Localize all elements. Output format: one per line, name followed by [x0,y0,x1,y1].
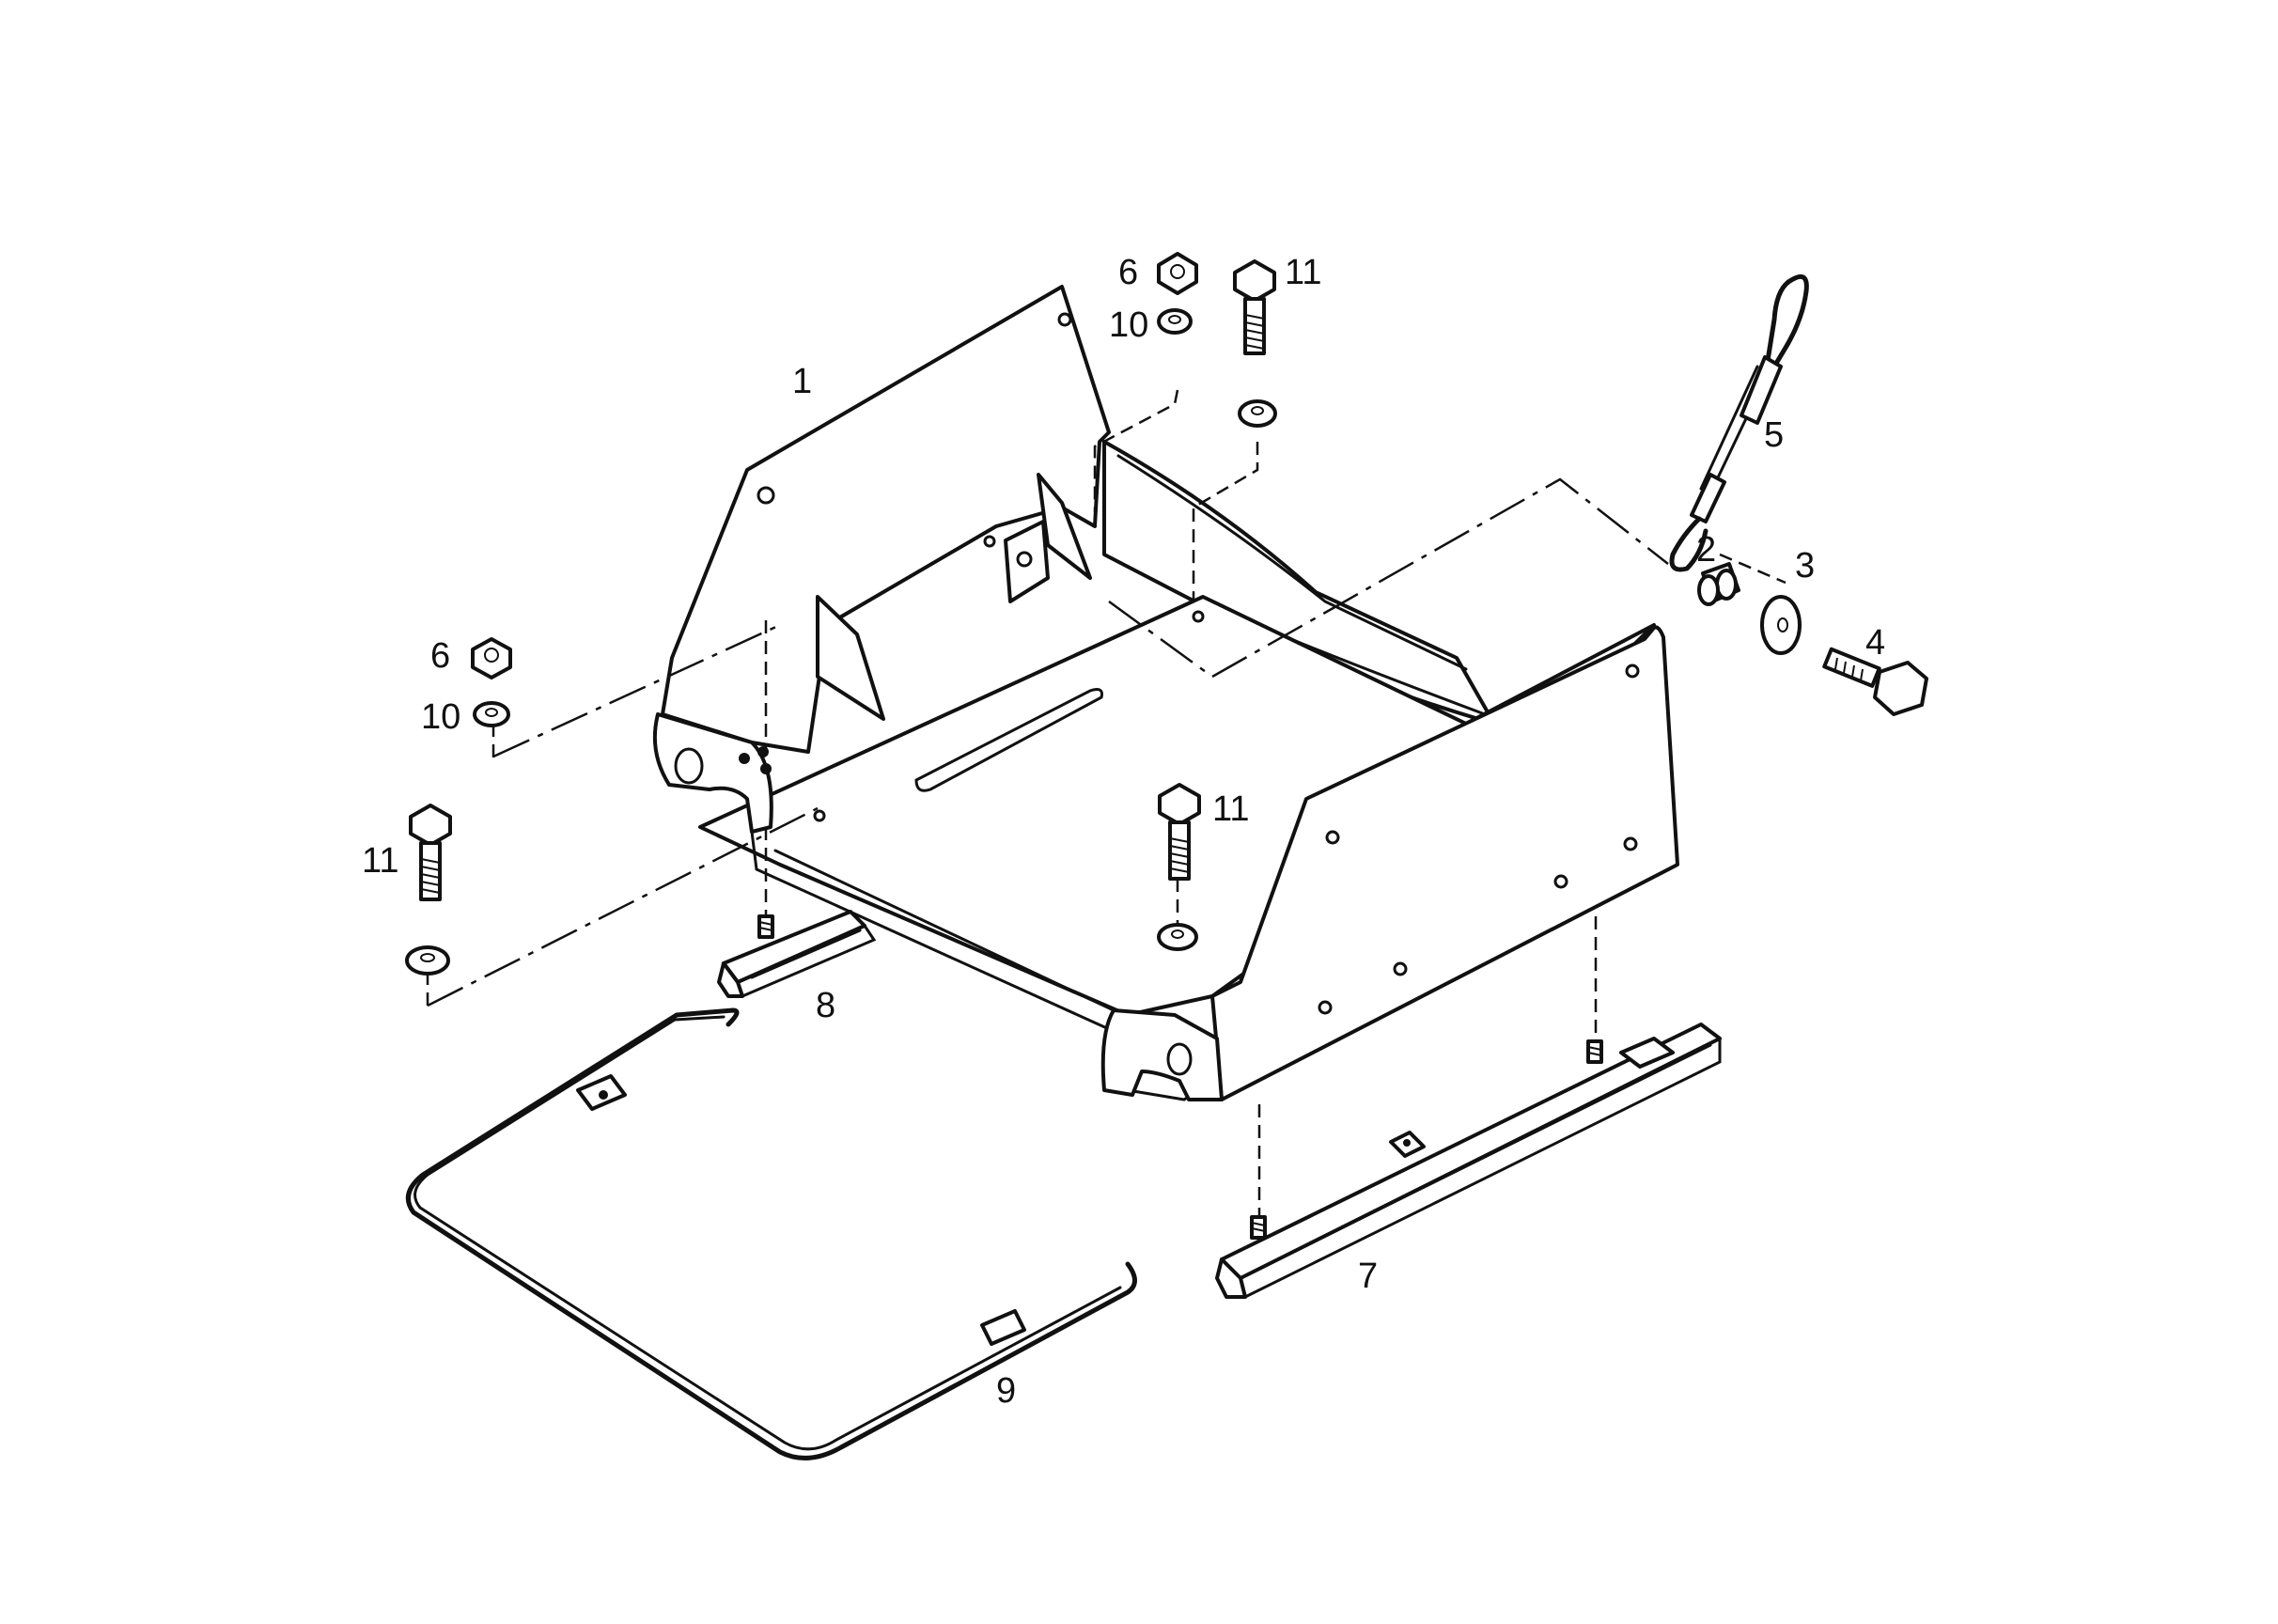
part-11-bolt-top [1233,259,1277,428]
callout-1: 1 [792,362,812,401]
part-5-cable [1669,273,1809,572]
callout-3: 3 [1795,546,1815,586]
part-10-washer-left [473,701,510,727]
callout-11-top: 11 [1285,253,1321,292]
part-2-spacer [1697,562,1740,606]
part-10-washer-top [1157,308,1193,335]
part-6-nut-top [1157,252,1198,295]
callout-11-left: 11 [362,841,398,881]
callout-11-right: 11 [1212,789,1249,829]
part-3-washer [1760,595,1802,655]
part-6-nut-left [471,637,512,679]
part-7-long-rail [1215,1023,1722,1299]
callout-5: 5 [1764,415,1784,455]
callout-4: 4 [1865,623,1885,663]
callout-2: 2 [1696,530,1716,570]
callout-9: 9 [996,1371,1016,1411]
part-8-short-rail [717,910,877,998]
callout-10-left: 10 [421,697,460,737]
callout-6-top: 6 [1118,253,1138,292]
callout-6-left: 6 [430,636,450,676]
part-11-bolt-left [405,804,452,976]
callout-10-top: 10 [1109,305,1148,345]
part-4-bolt [1822,647,1928,716]
callout-labels: 1 2 3 4 5 6 6 7 8 9 10 10 11 11 11 [362,253,1885,1411]
callout-7: 7 [1358,1257,1378,1296]
callout-8: 8 [816,986,835,1025]
part-9-wire-frame [405,1007,1137,1460]
part-11-bolt-right [1157,783,1201,951]
